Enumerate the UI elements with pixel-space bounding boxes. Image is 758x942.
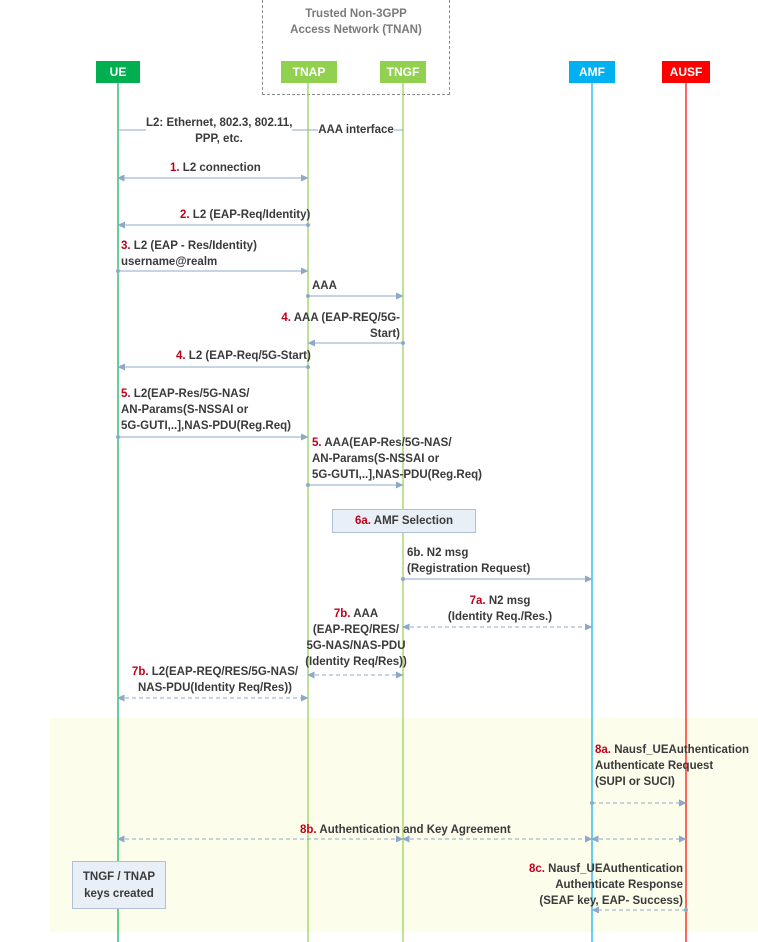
step-4b-text: L2 (EAP-Req/5G-Start) xyxy=(188,350,311,362)
step-7b-aaa-number: 7b. xyxy=(333,608,351,620)
authentication-band xyxy=(50,718,758,932)
step-4a-number: 4. xyxy=(281,312,291,324)
step-3-line2: username@realm xyxy=(121,256,218,268)
l2-note-line1: L2: Ethernet, 802.3, 802.11, xyxy=(146,117,293,129)
amf-header: AMF xyxy=(569,61,615,83)
step-3-arrow-origin-dot xyxy=(116,269,120,273)
step-2-arrow-origin-dot xyxy=(306,223,310,227)
keys-line2: keys created xyxy=(84,888,154,900)
step-3-line1: L2 (EAP - Res/Identity) xyxy=(133,240,257,252)
tnan-group-box xyxy=(262,0,450,95)
aaa-interface-note: AAA interface xyxy=(318,122,394,138)
step-6b-line2: (Registration Request) xyxy=(407,563,531,575)
amf-selection-box: 6a. AMF Selection xyxy=(332,509,476,533)
step-7b-l2-label: 7b. L2(EAP-REQ/RES/5G-NAS/ NAS-PDU(Ident… xyxy=(122,664,308,696)
step-4b-arrow-origin-dot xyxy=(306,365,310,369)
step-5a-label: 5. L2(EAP-Res/5G-NAS/ AN-Params(S-NSSAI … xyxy=(121,386,291,434)
step-7a-line1: N2 msg xyxy=(488,595,531,607)
step-8c-line2: Authenticate Response xyxy=(555,879,683,891)
l2-note-line2: PPP, etc. xyxy=(195,133,243,145)
step-6b-label: 6b. N2 msg (Registration Request) xyxy=(407,545,530,577)
tnan-title: Trusted Non-3GPP Access Network (TNAN) xyxy=(262,6,450,38)
step-6b-line1: 6b. N2 msg xyxy=(407,547,469,559)
step-8c-arrow-origin-dot xyxy=(684,908,688,912)
step-1-label: 1. L2 connection xyxy=(170,160,261,176)
tnan-title-line1: Trusted Non-3GPP xyxy=(305,8,407,20)
step-8a-line2: Authenticate Request xyxy=(595,760,714,772)
step-5b-number: 5. xyxy=(312,437,322,449)
step-8c-line3: (SEAF key, EAP- Success) xyxy=(539,895,683,907)
aaa-label: AAA xyxy=(312,280,337,292)
step-5a-line3: 5G-GUTI,..],NAS-PDU(Reg.Req) xyxy=(121,420,291,432)
l2-transport-note: L2: Ethernet, 802.3, 802.11, PPP, etc. xyxy=(146,115,292,147)
step-7b-l2-line1: L2(EAP-REQ/RES/5G-NAS/ xyxy=(151,666,299,678)
ue-header: UE xyxy=(96,61,140,83)
step-3-label: 3. L2 (EAP - Res/Identity) username@real… xyxy=(121,238,257,270)
step-8c-line1: Nausf_UEAuthentication xyxy=(548,863,683,875)
step-7b-aaa-label: 7b. AAA (EAP-REQ/RES/ 5G-NAS/NAS-PDU (Id… xyxy=(300,606,412,670)
step-7b-aaa-line1: AAA xyxy=(353,608,379,620)
step-5a-line1: L2(EAP-Res/5G-NAS/ xyxy=(133,388,250,400)
step-4b-number: 4. xyxy=(176,350,186,362)
step-7b-aaa-line2: (EAP-REQ/RES/ xyxy=(312,624,400,636)
tnan-title-line2: Access Network (TNAN) xyxy=(290,24,422,36)
step-4a-label: 4. AAA (EAP-REQ/5G- Start) xyxy=(272,310,400,342)
step-5a-arrow-origin-dot xyxy=(116,435,120,439)
step-5b-line3: 5G-GUTI,..],NAS-PDU(Reg.Req) xyxy=(312,469,482,481)
step-8c-number: 8c. xyxy=(528,863,545,875)
step-7b-l2-number: 7b. xyxy=(131,666,149,678)
step-1-text: L2 connection xyxy=(182,162,261,174)
step-7a-number: 7a. xyxy=(469,595,486,607)
step-4a-line1: AAA (EAP-REQ/5G- xyxy=(293,312,400,324)
keys-created-box: TNGF / TNAP keys created xyxy=(72,861,166,909)
step-7a-line2: (Identity Req./Res.) xyxy=(447,611,553,623)
step-5b-arrow-origin-dot xyxy=(306,483,310,487)
tngf-header: TNGF xyxy=(380,61,426,83)
step-8a-line1: Nausf_UEAuthentication xyxy=(614,744,750,756)
step-5a-number: 5. xyxy=(121,388,131,400)
step-4b-label: 4. L2 (EAP-Req/5G-Start) xyxy=(176,348,311,364)
step-7b-l2-line2: NAS-PDU(Identity Req/Res)) xyxy=(138,682,292,694)
step-8c-label: 8c. Nausf_UEAuthentication Authenticate … xyxy=(520,861,683,909)
step-5b-line2: AN-Params(S-NSSAI or xyxy=(312,453,440,465)
step-4a-line2: Start) xyxy=(369,328,400,340)
keys-line1: TNGF / TNAP xyxy=(82,871,156,883)
step-8b-number: 8b. xyxy=(300,824,317,836)
step-5b-line1: AAA(EAP-Res/5G-NAS/ xyxy=(324,437,452,449)
step-5a-line2: AN-Params(S-NSSAI or xyxy=(121,404,249,416)
step-5b-label: 5. AAA(EAP-Res/5G-NAS/ AN-Params(S-NSSAI… xyxy=(312,435,482,483)
step-3-number: 3. xyxy=(121,240,131,252)
step-6a-text: AMF Selection xyxy=(373,515,453,527)
step-2-number: 2. xyxy=(180,209,190,221)
step-8b-label: 8b. Authentication and Key Agreement xyxy=(300,822,511,838)
step-7b-aaa-line3: 5G-NAS/NAS-PDU xyxy=(306,640,406,652)
ausf-header: AUSF xyxy=(662,61,710,83)
step-7b-aaa-line4: (Identity Req/Res)) xyxy=(305,656,407,668)
tnap-header: TNAP xyxy=(281,61,337,83)
step-6a-number: 6a. xyxy=(354,515,371,527)
step-8a-number: 8a. xyxy=(595,744,611,756)
aaa-arrow-origin-dot xyxy=(306,294,310,298)
step-8a-line3: (SUPI or SUCI) xyxy=(595,776,675,788)
step-2-label: 2. L2 (EAP-Req/Identity) xyxy=(180,207,310,223)
step-8a-label: 8a. Nausf_UEAuthentication Authenticate … xyxy=(595,742,749,790)
step-4a-arrow-origin-dot xyxy=(401,341,405,345)
step-8b-text: Authentication and Key Agreement xyxy=(319,824,511,836)
step-7a-label: 7a. N2 msg (Identity Req./Res.) xyxy=(430,593,570,625)
step-1-number: 1. xyxy=(170,162,180,174)
step-6b-arrow-origin-dot xyxy=(401,577,405,581)
step-2-text: L2 (EAP-Req/Identity) xyxy=(192,209,311,221)
